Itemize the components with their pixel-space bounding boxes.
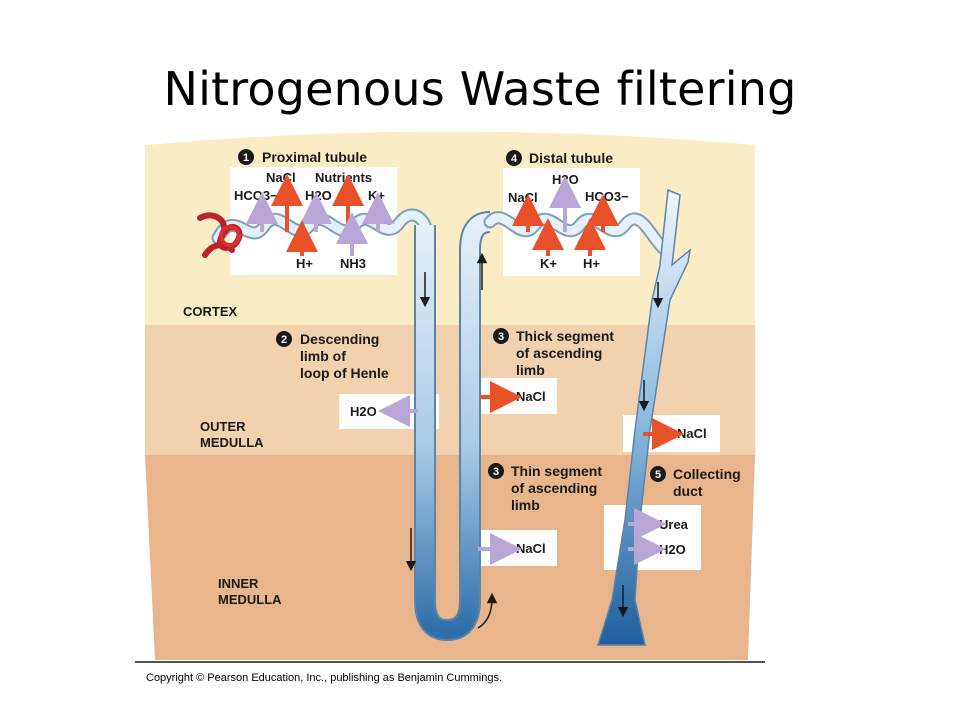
descending-limb: 2 Descending limb of loop of Henle H2O [276,331,418,427]
descending-line3: loop of Henle [300,365,389,381]
region-outer-2: MEDULLA [200,435,264,450]
proximal-nacl: NaCl [266,170,296,185]
badge-3a [493,328,509,344]
proximal-hco3: HCO3− [234,188,278,203]
proximal-h: H+ [296,256,313,271]
region-outer-1: OUTER [200,419,246,434]
distal-nacl: NaCl [508,190,538,205]
descending-line1: Descending [300,331,379,347]
distal-h: H+ [583,256,600,271]
badge-4 [506,150,522,166]
thin-ascending: 3 Thin segment of ascending limb NaCl [478,463,602,565]
svg-text:3: 3 [498,331,504,343]
distal-k: K+ [540,256,557,271]
proximal-h2o: H2O [305,188,332,203]
distal-hco3: HCO3− [585,189,629,204]
svg-text:4: 4 [511,153,518,165]
proximal-title: Proximal tubule [262,149,367,165]
collecting-urea: Urea [659,517,689,532]
thin-nacl: NaCl [516,541,546,556]
badge-3b [488,463,504,479]
glomerulus [197,212,243,258]
nephron-tubule [211,208,672,641]
badge-5 [650,466,666,482]
collecting-h2o: H2O [659,542,686,557]
distal-title: Distal tubule [529,150,613,166]
thick-nacl: NaCl [516,389,546,404]
inner-medulla-band [145,455,755,660]
thin-line3: limb [511,497,540,513]
collecting-line2: duct [673,483,703,499]
collecting-duct [596,188,692,646]
svg-text:1: 1 [243,152,249,164]
proximal-nh3: NH3 [340,256,366,271]
thin-line1: Thin segment [511,463,602,479]
proximal-nutrients: Nutrients [315,170,372,185]
collecting-labels: NaCl 5 Collecting duct Urea H2O [628,418,741,565]
slide-title: Nitrogenous Waste filtering [163,62,797,116]
badge-2 [276,331,292,347]
region-cortex: CORTEX [183,304,238,319]
region-inner-2: MEDULLA [218,592,282,607]
svg-text:2: 2 [281,334,287,346]
thick-ascending: 3 Thick segment of ascending limb NaCl [480,328,614,413]
distal-transport: 4 Distal tubule H2O NaCl HCO3− K+ H+ [506,150,629,271]
proximal-transport: 1 Proximal tubule NaCl Nutrients HCO3− H… [234,149,394,271]
collecting-line1: Collecting [673,466,741,482]
thick-line3: limb [516,362,545,378]
proximal-k: K+ [368,188,385,203]
distal-h2o: H2O [552,172,579,187]
copyright-text: Copyright © Pearson Education, Inc., pub… [146,672,502,684]
thick-line2: of ascending [516,345,602,361]
flow-arrow-loop [477,592,498,629]
region-inner-1: INNER [218,576,259,591]
descending-line2: limb of [300,348,346,364]
thin-line2: of ascending [511,480,597,496]
svg-text:3: 3 [493,466,499,478]
badge-1 [238,149,254,165]
descending-h2o: H2O [350,404,377,419]
thick-line1: Thick segment [516,328,614,344]
svg-text:5: 5 [655,469,661,481]
collecting-nacl: NaCl [677,426,707,441]
